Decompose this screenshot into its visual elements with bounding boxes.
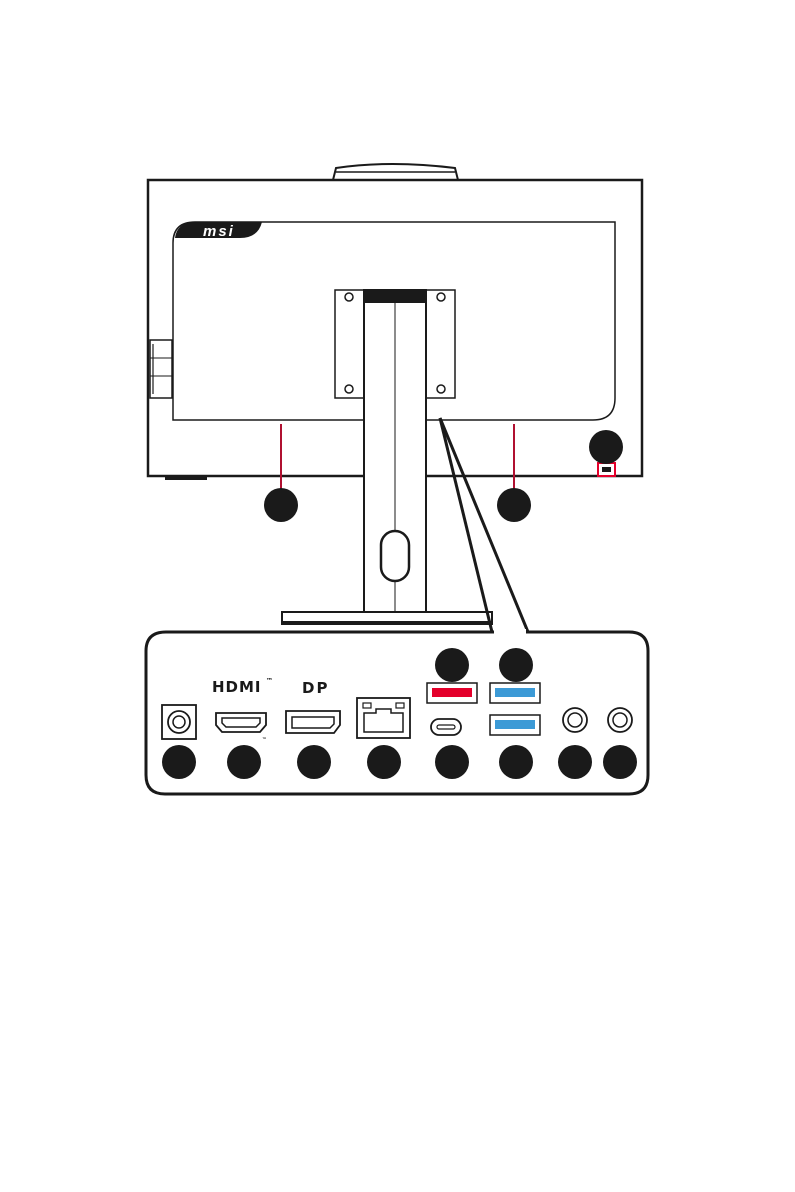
callout-marker [227,745,261,779]
hdmi-trademark: ™ [266,677,273,685]
callout-marker [558,745,592,779]
callout-marker [499,648,533,682]
callout-marker [499,745,533,779]
callout-marker [603,745,637,779]
usb-a-blue-icon [490,683,540,703]
monitor-rear: msi [148,164,642,624]
callout-marker [497,488,531,522]
callout-marker [162,745,196,779]
side-buttons [150,340,172,398]
displayport-icon [286,711,340,733]
callout-marker [367,745,401,779]
io-panel: HDMI ™ DP ™ [146,629,648,794]
callout-marker [435,745,469,779]
callout-marker [435,648,469,682]
brand-logo: msi [203,223,235,240]
callout-marker [264,488,298,522]
kensington-lock-icon [598,463,615,476]
svg-text:™: ™ [262,737,267,743]
stand-neck [364,290,426,612]
rj45-port-icon [357,698,410,738]
displayport-label: DP [302,679,329,697]
dc-jack-icon [162,705,196,739]
stand-base [282,612,492,624]
audio-jack-icon [608,708,632,732]
hdmi-label: HDMI [212,678,262,696]
audio-jack-icon [563,708,587,732]
usb-a-blue-icon [490,715,540,735]
callout-marker [589,430,623,464]
usb-a-red-icon [427,683,477,703]
bottom-joystick [165,476,207,480]
usb-c-port-icon [431,719,461,735]
callout-marker [297,745,331,779]
